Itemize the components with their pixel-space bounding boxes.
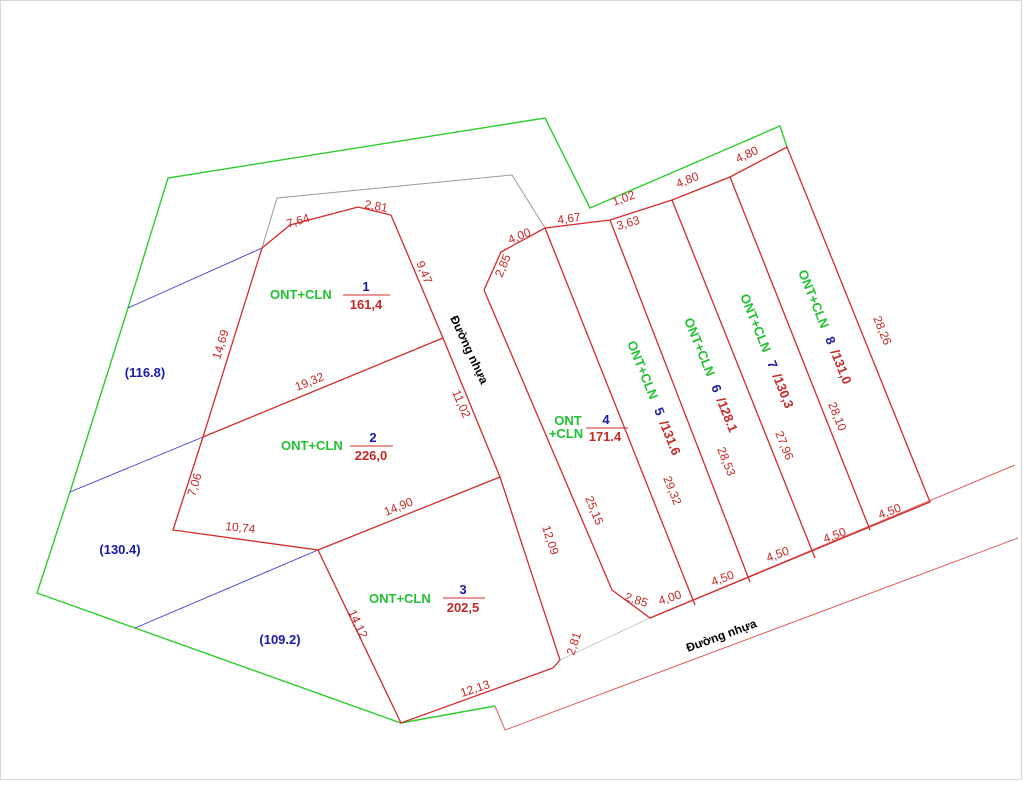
svg-text:/131.6: /131.6: [656, 418, 683, 457]
svg-text:+CLN: +CLN: [549, 426, 583, 441]
svg-text:/131,0: /131,0: [827, 347, 854, 386]
svg-text:/128.1: /128.1: [713, 395, 740, 434]
lot-6-label: ONT+CLN 6 /128.1: [681, 316, 741, 435]
lot-4-label: ONT +CLN 4 171.4: [549, 412, 628, 444]
dim-label: 4,00: [506, 225, 533, 247]
dim-label: 14,90: [382, 494, 415, 518]
dim-label: 4,00: [657, 587, 684, 608]
dim-label: 12,09: [539, 524, 562, 557]
external-area-3: (109.2): [259, 632, 300, 647]
dim-label: 4,80: [674, 169, 701, 191]
lot-7-label: ONT+CLN 7 /130,3: [737, 292, 797, 411]
svg-text:7: 7: [764, 358, 781, 370]
svg-text:5: 5: [651, 405, 668, 417]
svg-text:ONT+CLN: ONT+CLN: [681, 316, 718, 379]
lot-8-label: ONT+CLN 8 /131,0: [795, 268, 855, 387]
svg-text:202,5: 202,5: [447, 600, 480, 615]
dim-label: 2,81: [564, 630, 585, 657]
dim-label: 29,32: [660, 474, 684, 507]
dim-label: 7,06: [184, 471, 204, 498]
neighbor-line-3: [134, 549, 319, 629]
svg-text:/130,3: /130,3: [769, 371, 796, 410]
neighbor-line-2: [69, 436, 204, 493]
dim-label: 4,50: [821, 525, 848, 546]
svg-text:4: 4: [602, 412, 610, 427]
dim-label: 2,81: [363, 197, 389, 215]
svg-text:ONT+CLN: ONT+CLN: [737, 292, 774, 355]
dim-label: 7,64: [285, 211, 312, 231]
svg-text:6: 6: [708, 382, 725, 394]
dim-label: 4,50: [709, 568, 736, 589]
svg-text:ONT+CLN: ONT+CLN: [624, 339, 661, 402]
dim-label: 28,26: [870, 314, 894, 347]
dim-label: 2,85: [623, 590, 650, 611]
dim-label: 27,96: [772, 429, 796, 462]
svg-text:ONT+CLN: ONT+CLN: [270, 287, 332, 302]
svg-text:ONT+CLN: ONT+CLN: [795, 268, 832, 331]
external-area-2: (130.4): [99, 542, 140, 557]
east-parcels: [483, 146, 931, 619]
west-parcels: [172, 206, 561, 724]
dim-label: 9,47: [413, 259, 435, 286]
external-area-1: (116.8): [125, 365, 165, 380]
road-edge-lower: [494, 537, 1019, 731]
dim-label: 14,12: [345, 607, 371, 640]
svg-text:161,4: 161,4: [350, 297, 383, 312]
dim-label: 4,50: [876, 501, 903, 522]
lot-5-label: ONT+CLN 5 /131.6: [624, 339, 684, 458]
svg-text:ONT+CLN: ONT+CLN: [281, 438, 343, 453]
dim-label: 25,15: [582, 494, 606, 527]
svg-text:ONT+CLN: ONT+CLN: [369, 591, 431, 606]
dim-label: 28,53: [714, 445, 738, 478]
road-label-1: Đường nhựa: [447, 313, 491, 386]
lot-3-label: ONT+CLN 3 202,5: [369, 582, 485, 615]
dim-label: 11,02: [449, 388, 473, 421]
dim-label: 1,02: [610, 188, 637, 209]
dim-label: 2,85: [492, 252, 514, 279]
road-edge-front: [559, 617, 651, 661]
svg-text:8: 8: [822, 334, 839, 346]
neighbor-line-1: [127, 247, 263, 309]
svg-text:2: 2: [369, 430, 376, 445]
old-boundary: [261, 174, 546, 249]
svg-text:3: 3: [459, 582, 466, 597]
dim-label: 4,67: [556, 210, 581, 227]
dim-label: 10,74: [225, 519, 257, 536]
lot-1-label: ONT+CLN 1 161,4: [270, 279, 390, 312]
svg-text:1: 1: [362, 279, 369, 294]
svg-text:171.4: 171.4: [589, 429, 622, 444]
outer-boundary: [36, 117, 788, 724]
dim-label: 28,10: [825, 400, 849, 433]
dim-label: 3,63: [615, 213, 642, 233]
svg-text:226,0: 226,0: [355, 448, 388, 463]
dim-label: 19,32: [293, 369, 326, 393]
svg-text:ONT: ONT: [554, 413, 582, 428]
lot-2-label: ONT+CLN 2 226,0: [281, 430, 393, 463]
